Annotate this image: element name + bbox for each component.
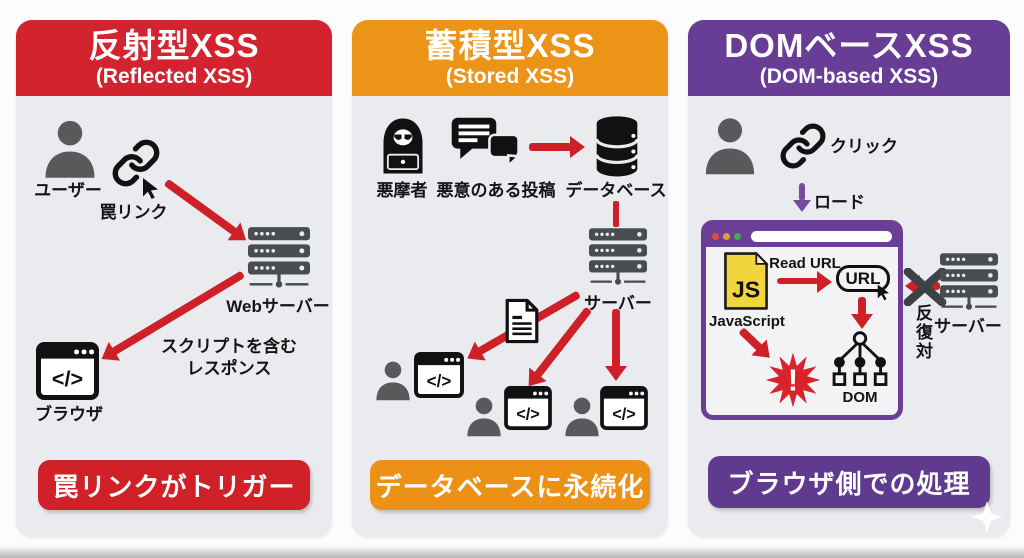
web-server-label: Webサーバー (226, 297, 330, 316)
browser-window-titlebar (706, 225, 898, 247)
svg-text:</>: </> (52, 367, 83, 391)
reflected-banner: 罠リンクがトリガー (38, 460, 310, 510)
x-mark-icon (903, 268, 947, 306)
response-label-line2: レスポンス (186, 359, 272, 379)
user-icon (565, 397, 599, 437)
dom-banner: ブラウザ側での処理 (708, 456, 990, 508)
url-label: URL (845, 268, 881, 288)
click-label: クリック (830, 137, 898, 156)
server-label: サーバー (584, 294, 652, 313)
javascript-label: JavaScript (709, 313, 785, 330)
dom-xss-card: DOMベースXSS (DOM-based XSS) クリック ロード JS (688, 20, 1010, 537)
user-icon (705, 118, 755, 175)
link-icon (780, 123, 826, 169)
cursor-icon (877, 284, 889, 301)
bottom-edge-shadow (0, 546, 1024, 558)
no-roundtrip-label: 反復対 (913, 304, 932, 361)
stored-xss-header: 蓄積型XSS (Stored XSS) (352, 20, 668, 96)
database-label: データベース (565, 181, 667, 200)
trap-link-label: 罠リンク (99, 203, 168, 222)
cursor-icon (143, 178, 158, 199)
line-database-to-server (613, 201, 619, 227)
arrow-js-to-burst (738, 327, 764, 352)
user-icon (45, 120, 95, 178)
window-dot-orange (723, 232, 730, 240)
browser-window: JS JavaScript Read URL URL (701, 220, 903, 420)
reflected-xss-header: 反射型XSS (Reflected XSS) (16, 20, 332, 96)
browser-icon: </> (504, 386, 552, 430)
svg-text:!: ! (788, 363, 798, 397)
reflected-xss-card: 反射型XSS (Reflected XSS) ユーザー 罠リンク (16, 20, 332, 537)
dom-title: DOMベースXSS (724, 27, 974, 65)
svg-text:</>: </> (516, 405, 540, 423)
sparkle-icon (970, 500, 1004, 534)
dom-tree-icon (832, 331, 888, 386)
document-icon (505, 298, 539, 344)
server-icon (248, 227, 310, 288)
window-dot-green (734, 232, 741, 240)
browser-icon: </> (414, 352, 464, 398)
browser-label: ブラウザ (35, 405, 103, 424)
server-label: サーバー (934, 317, 1002, 336)
dom-xss-header: DOMベースXSS (DOM-based XSS) (688, 20, 1010, 96)
js-file-icon: JS (724, 251, 769, 310)
link-icon (112, 139, 160, 187)
arrow-post-to-database (529, 136, 585, 158)
server-icon (589, 228, 647, 285)
user-icon (376, 361, 410, 401)
server-icon (940, 253, 998, 310)
database-icon (595, 116, 639, 177)
stored-title: 蓄積型XSS (424, 27, 596, 65)
address-bar (751, 230, 892, 242)
stored-subtitle: (Stored XSS) (445, 64, 575, 88)
reflected-title: 反射型XSS (88, 27, 260, 65)
svg-text:</>: </> (612, 405, 636, 423)
load-label: ロード (814, 193, 865, 212)
malicious-post-label: 悪意のある投稿 (436, 181, 556, 200)
burst-icon: ! (765, 352, 821, 408)
arrow-server-to-user3 (612, 309, 620, 368)
reflected-subtitle: (Reflected XSS) (95, 64, 253, 88)
svg-text:</>: </> (427, 372, 452, 391)
chat-bubbles-icon (451, 117, 522, 169)
arrow-url-to-dom (858, 297, 866, 316)
read-url-label: Read URL (769, 255, 841, 272)
response-label-line1: スクリプトを含む (161, 337, 297, 356)
stored-xss-card: 蓄積型XSS (Stored XSS) 悪摩者 悪意のある投稿 (352, 20, 668, 537)
user-label: ユーザー (34, 181, 102, 200)
browser-icon: </> (36, 342, 99, 400)
arrow-read-url (777, 271, 832, 293)
hacker-icon (383, 118, 423, 174)
arrow-load (799, 183, 805, 201)
attacker-label: 悪摩者 (376, 181, 428, 200)
svg-text:JS: JS (732, 276, 760, 302)
dom-body: クリック ロード JS JavaScript Read URL URL (688, 96, 1010, 537)
dom-label: DOM (842, 389, 878, 406)
stored-body: 悪摩者 悪意のある投稿 データベース (352, 96, 668, 537)
reflected-body: ユーザー 罠リンク Webサーバー (16, 96, 332, 537)
dom-subtitle: (DOM-based XSS) (759, 64, 939, 88)
stored-banner: データベースに永続化 (370, 460, 650, 510)
user-icon (467, 397, 501, 437)
window-dot-red (712, 232, 719, 240)
browser-icon: </> (600, 386, 648, 430)
